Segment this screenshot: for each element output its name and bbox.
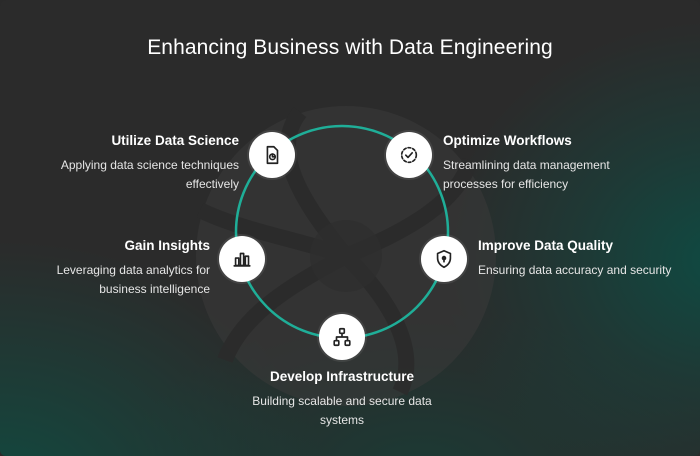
step-optimize-heading: Optimize Workflows	[443, 133, 572, 148]
step-science-line-2: effectively	[185, 177, 239, 191]
step-optimize: Optimize Workflows Streamlining data man…	[443, 133, 663, 194]
step-node-quality[interactable]	[421, 236, 467, 282]
step-node-insights[interactable]	[219, 236, 265, 282]
step-node-infrastructure[interactable]	[319, 314, 365, 360]
bar-chart-icon	[233, 252, 251, 267]
step-quality: Improve Data Quality Ensuring data accur…	[478, 238, 693, 280]
network-hierarchy-icon	[333, 327, 351, 347]
step-insights: Gain Insights Leveraging data analytics …	[0, 238, 210, 299]
step-science: Utilize Data Science Applying data scien…	[9, 133, 239, 194]
checkmark-circle-icon	[400, 146, 418, 164]
step-infrastructure-heading: Develop Infrastructure	[269, 369, 415, 384]
page-title: Enhancing Business with Data Engineering	[147, 36, 553, 59]
step-insights-line-2: business intelligence	[99, 282, 210, 296]
step-node-optimize[interactable]	[386, 132, 432, 178]
shield-lock-icon	[436, 249, 452, 269]
step-optimize-line-1: Streamlining data management	[443, 158, 610, 172]
step-science-heading: Utilize Data Science	[111, 133, 239, 148]
step-insights-heading: Gain Insights	[124, 238, 210, 253]
step-science-line-1: Applying data science techniques	[60, 158, 239, 172]
step-node-science[interactable]	[249, 132, 295, 178]
step-infrastructure-line-1: Building scalable and secure data	[252, 394, 432, 408]
step-insights-line-1: Leveraging data analytics for	[56, 263, 210, 277]
step-quality-line-1: Ensuring data accuracy and security	[478, 263, 672, 277]
step-quality-heading: Improve Data Quality	[478, 238, 614, 253]
step-infrastructure-line-2: systems	[319, 413, 364, 427]
chart-document-icon	[266, 145, 279, 165]
step-infrastructure: Develop Infrastructure Building scalable…	[222, 369, 462, 430]
step-optimize-line-2: processes for efficiency	[443, 177, 569, 191]
